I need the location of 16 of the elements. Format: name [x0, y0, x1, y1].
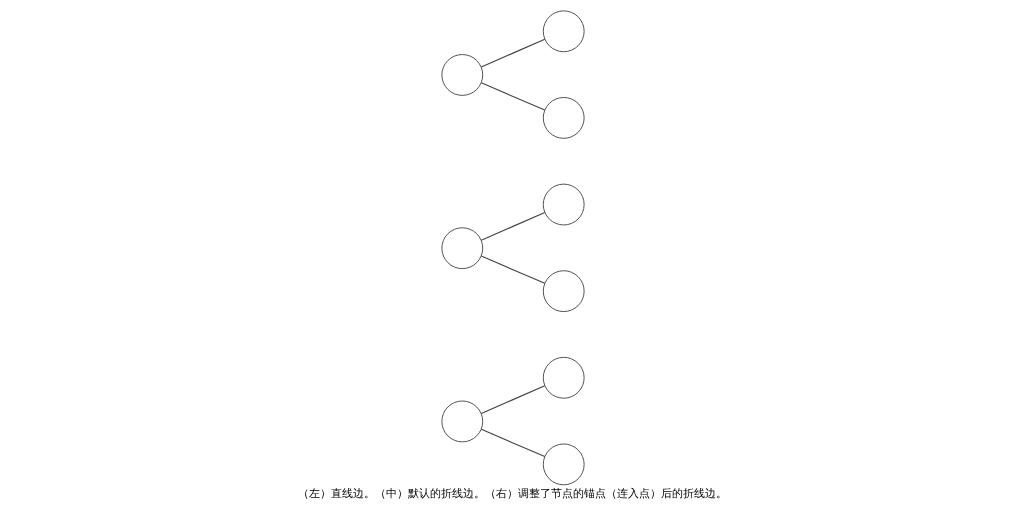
node-circle: [441, 400, 484, 443]
node-circle: [542, 270, 585, 313]
connector: [480, 385, 546, 414]
connector: [480, 211, 546, 241]
node-circle: [542, 10, 585, 53]
connector: [480, 38, 546, 68]
connector: [480, 255, 546, 284]
connector: [480, 82, 546, 111]
node-circle: [542, 356, 585, 399]
caption: （左）直线边。（中）默认的折线边。（右）调整了节点的锚点（连入点）后的折线边。: [298, 486, 728, 500]
node-circle: [542, 443, 585, 486]
node-circle: [441, 227, 484, 270]
connector: [480, 428, 546, 458]
node-circle: [542, 97, 585, 139]
node-circle: [441, 54, 484, 96]
node-circle: [542, 183, 585, 226]
